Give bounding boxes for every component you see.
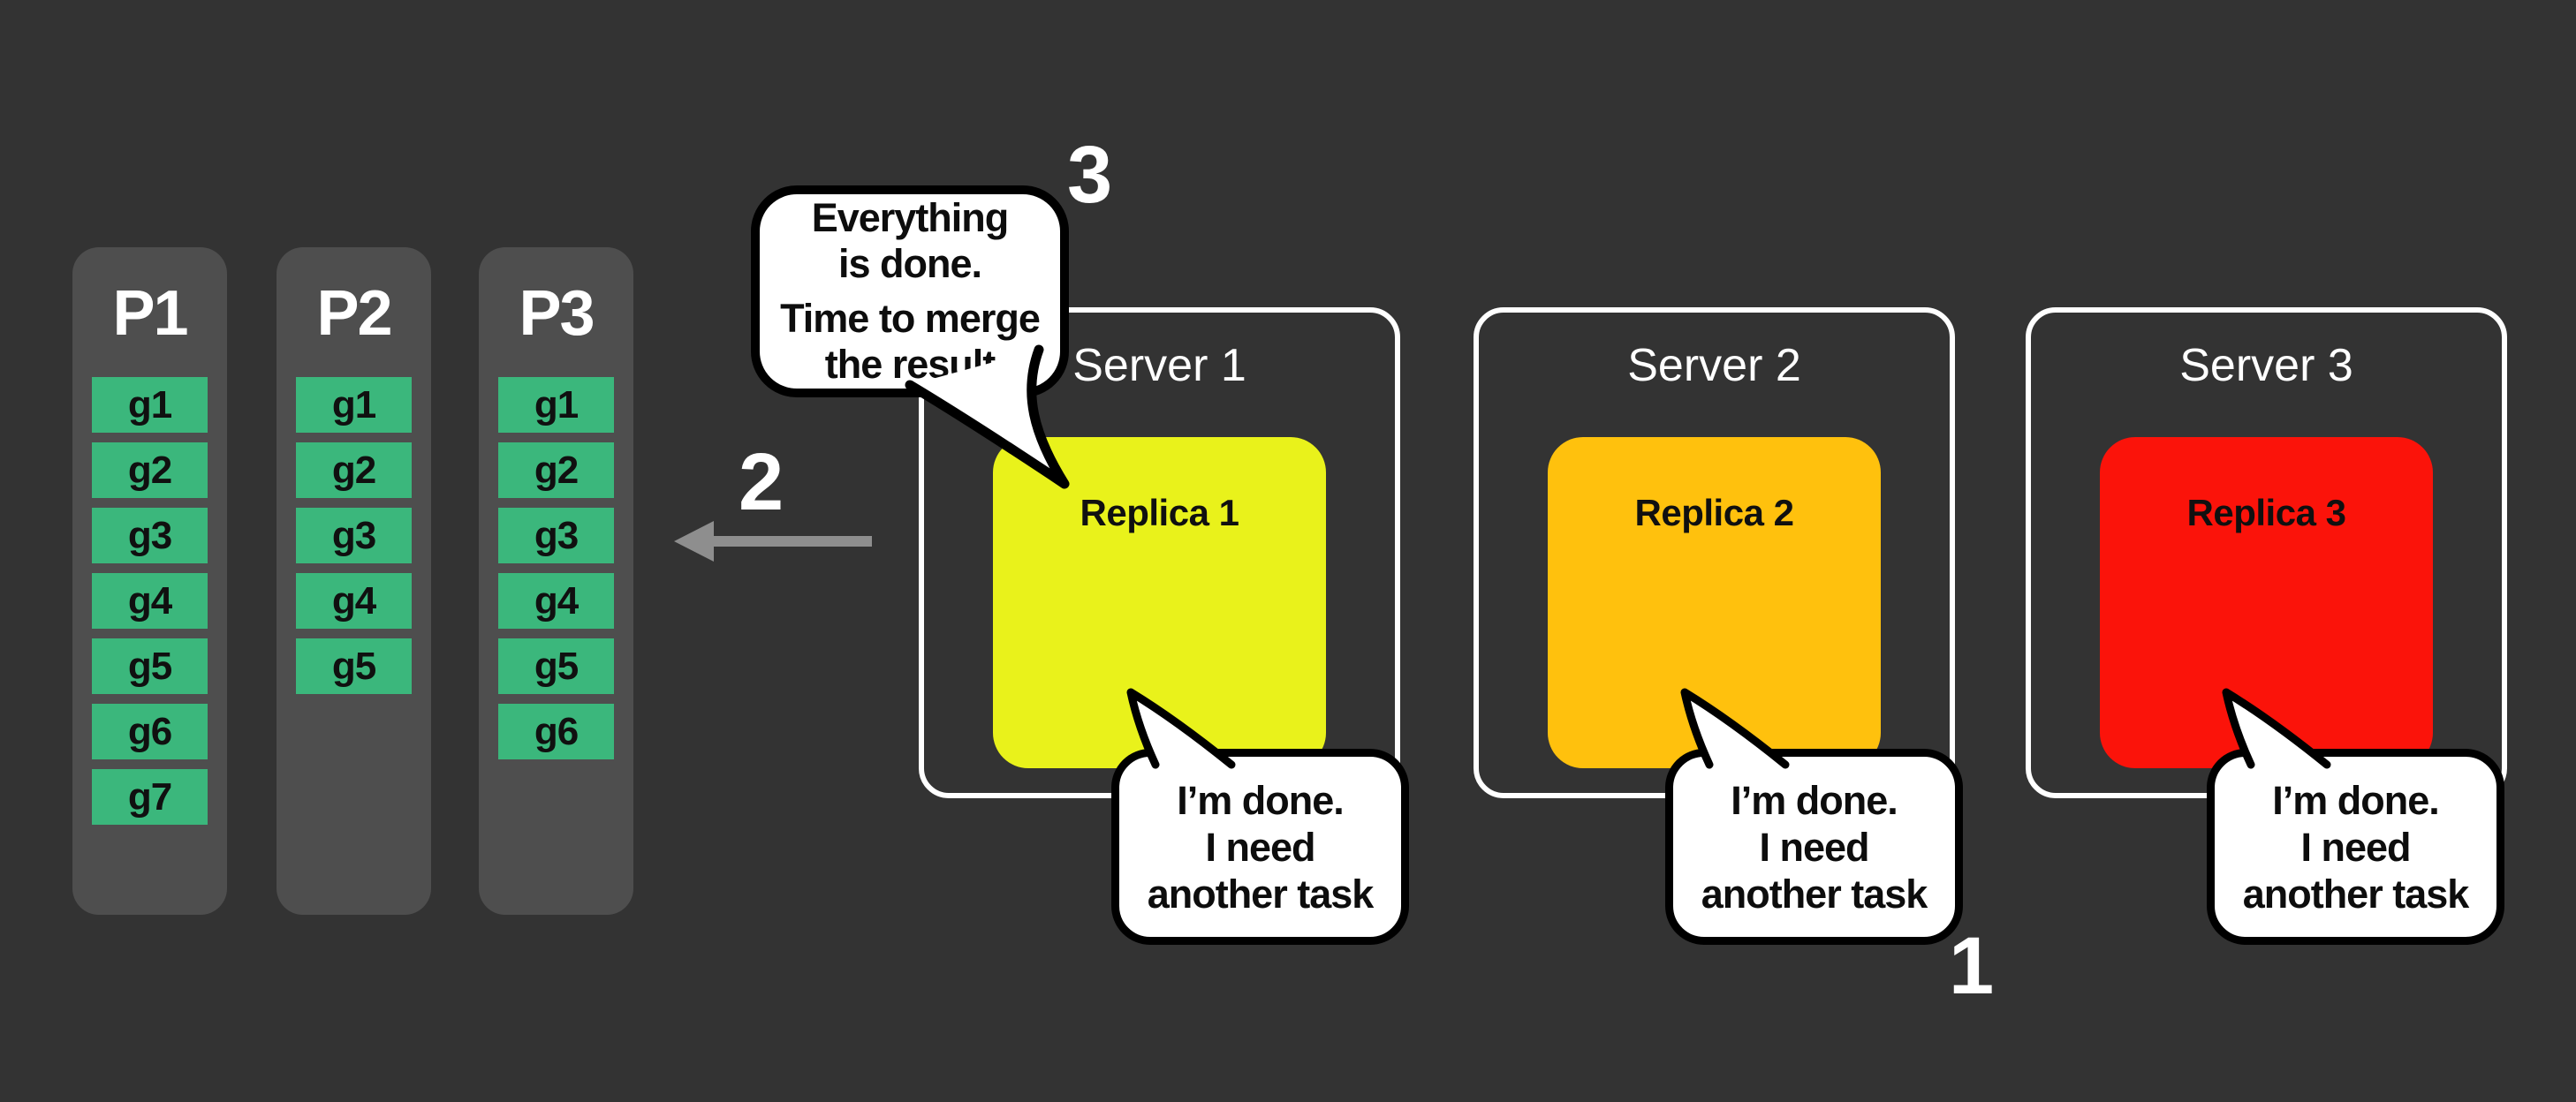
done-speech-bubble-2: I’m done. I need another task xyxy=(1665,749,1963,945)
server-label: Server 3 xyxy=(2179,340,2353,391)
chip-list: g1 g2 g3 g4 g5 g6 xyxy=(498,377,614,759)
task-chip: g6 xyxy=(498,704,614,759)
task-chip: g7 xyxy=(92,769,208,825)
task-chip: g3 xyxy=(92,508,208,563)
partition-p3: P3 g1 g2 g3 g4 g5 g6 xyxy=(479,247,633,915)
task-chip: g1 xyxy=(296,377,412,433)
done-speech-bubble-1: I’m done. I need another task xyxy=(1111,749,1409,945)
task-chip: g3 xyxy=(296,508,412,563)
replica-card-2: Replica 2 xyxy=(1548,437,1881,768)
replica-card-3: Replica 3 xyxy=(2100,437,2433,768)
replica-card-1: Replica 1 xyxy=(993,437,1326,768)
task-chip: g3 xyxy=(498,508,614,563)
task-chip: g4 xyxy=(498,573,614,629)
task-chip: g1 xyxy=(498,377,614,433)
server-box-3: Server 3 Replica 3 xyxy=(2026,307,2507,798)
chip-list: g1 g2 g3 g4 g5 g6 g7 xyxy=(92,377,208,825)
step-label-2: 2 xyxy=(739,437,784,527)
replica-label: Replica 1 xyxy=(1080,492,1239,533)
partition-p2: P2 g1 g2 g3 g4 g5 xyxy=(277,247,431,915)
partition-label: P2 xyxy=(316,278,392,349)
partition-label: P1 xyxy=(112,278,188,349)
task-chip: g5 xyxy=(92,638,208,694)
task-chip: g1 xyxy=(92,377,208,433)
task-chip: g6 xyxy=(92,704,208,759)
task-chip: g4 xyxy=(296,573,412,629)
replica-label: Replica 3 xyxy=(2186,492,2346,533)
task-chip: g2 xyxy=(498,442,614,498)
server-label: Server 2 xyxy=(1627,340,1801,391)
step-label-3: 3 xyxy=(1067,130,1113,220)
partition-p1: P1 g1 g2 g3 g4 g5 g6 g7 xyxy=(72,247,227,915)
task-chip: g4 xyxy=(92,573,208,629)
partition-label: P3 xyxy=(519,278,595,349)
task-chip: g2 xyxy=(92,442,208,498)
replica-label: Replica 2 xyxy=(1634,492,1794,533)
task-chip: g5 xyxy=(498,638,614,694)
task-chip: g5 xyxy=(296,638,412,694)
chip-list: g1 g2 g3 g4 g5 xyxy=(296,377,412,694)
server-box-2: Server 2 Replica 2 xyxy=(1474,307,1955,798)
step-label-1: 1 xyxy=(1949,921,1995,1011)
done-speech-bubble-3: I’m done. I need another task xyxy=(2207,749,2504,945)
task-chip: g2 xyxy=(296,442,412,498)
server-label: Server 1 xyxy=(1072,340,1246,391)
